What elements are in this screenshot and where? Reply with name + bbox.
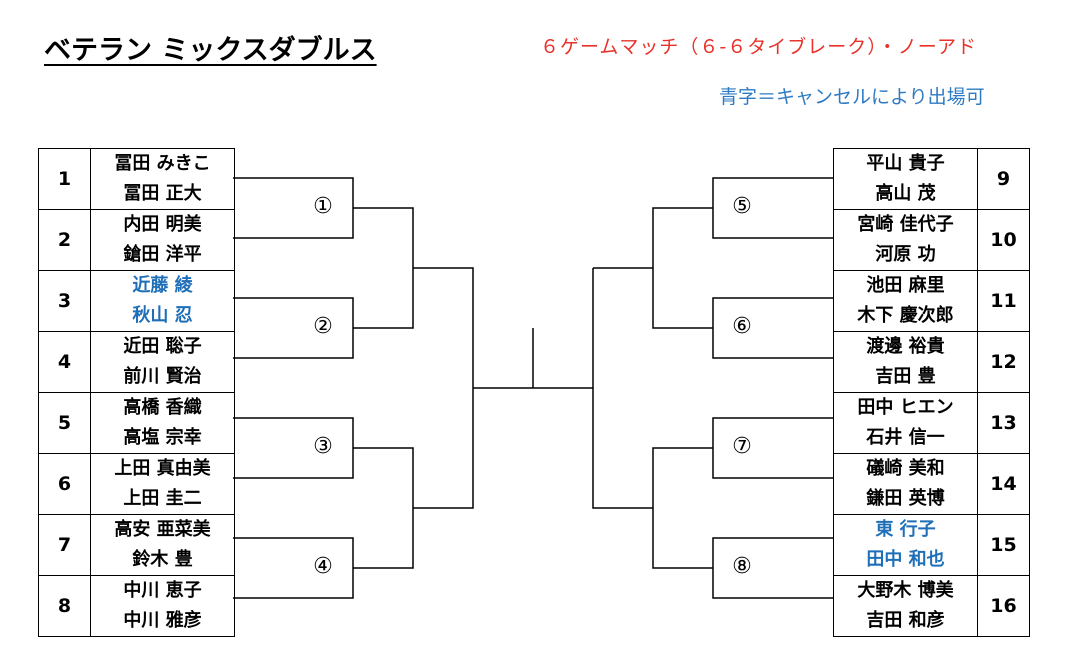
player-name: 近田 聡子 xyxy=(123,336,202,357)
seed-number: 9 xyxy=(977,148,1030,210)
player-name: 鎗田 洋平 xyxy=(123,244,202,265)
match-number-8: ⑧ xyxy=(732,554,752,579)
match-number-4: ④ xyxy=(313,554,333,579)
seed-number: 6 xyxy=(38,453,91,515)
team-names: 内田 明美鎗田 洋平 xyxy=(90,209,235,271)
team-row: 田中 ヒエン石井 信一 13 xyxy=(833,392,1030,454)
player-name: 鎌田 英博 xyxy=(866,488,945,509)
player-name: 田中 ヒエン xyxy=(857,397,954,418)
cancel-note: 青字＝キャンセルにより出場可 xyxy=(719,86,985,108)
player-name: 高橋 香織 xyxy=(123,397,202,418)
player-name: 礒崎 美和 xyxy=(866,458,945,479)
team-names: 東 行子田中 和也 xyxy=(833,514,978,576)
team-names: 大野木 博美吉田 和彦 xyxy=(833,575,978,637)
player-name: 中川 雅彦 xyxy=(123,610,202,631)
match-number-6: ⑥ xyxy=(732,314,752,339)
bracket-left-final xyxy=(413,267,474,509)
player-name: 中川 恵子 xyxy=(123,580,202,601)
team-names: 平山 貴子高山 茂 xyxy=(833,148,978,210)
player-name: 鈴木 豊 xyxy=(132,549,193,570)
seed-number: 16 xyxy=(977,575,1030,637)
team-names: 礒崎 美和鎌田 英博 xyxy=(833,453,978,515)
seed-number: 4 xyxy=(38,331,91,393)
bracket-right-semi-2 xyxy=(652,447,713,569)
team-names: 上田 真由美上田 圭二 xyxy=(90,453,235,515)
bracket-right-semi-1 xyxy=(652,207,713,329)
player-name: 上田 圭二 xyxy=(123,488,202,509)
seed-number: 13 xyxy=(977,392,1030,454)
page-title: ベテラン ミックスダブルス xyxy=(44,35,377,66)
bracket-match-7 xyxy=(712,417,833,479)
player-name: 冨田 正大 xyxy=(123,183,202,204)
player-name: 近藤 綾 xyxy=(132,275,193,296)
player-name: 木下 慶次郎 xyxy=(857,305,954,326)
seed-number: 3 xyxy=(38,270,91,332)
seed-number: 14 xyxy=(977,453,1030,515)
player-name: 平山 貴子 xyxy=(866,153,945,174)
seed-number: 8 xyxy=(38,575,91,637)
bracket-right-final xyxy=(592,267,653,509)
bracket-left-semi-1 xyxy=(353,207,414,329)
seed-number: 15 xyxy=(977,514,1030,576)
team-names: 近藤 綾秋山 忍 xyxy=(90,270,235,332)
player-name: 上田 真由美 xyxy=(114,458,211,479)
team-names: 高安 亜菜美鈴木 豊 xyxy=(90,514,235,576)
player-name: 池田 麻里 xyxy=(866,275,945,296)
team-row: 池田 麻里木下 慶次郎 11 xyxy=(833,270,1030,332)
team-names: 中川 恵子中川 雅彦 xyxy=(90,575,235,637)
match-number-3: ③ xyxy=(313,434,333,459)
seed-number: 2 xyxy=(38,209,91,271)
player-name: 高安 亜菜美 xyxy=(114,519,211,540)
team-names: 冨田 みきこ冨田 正大 xyxy=(90,148,235,210)
player-name: 内田 明美 xyxy=(123,214,202,235)
player-name: 宮崎 佳代子 xyxy=(857,214,954,235)
player-name: 高塩 宗幸 xyxy=(123,427,202,448)
bracket-match-5 xyxy=(712,177,833,239)
match-number-5: ⑤ xyxy=(732,194,752,219)
seed-number: 12 xyxy=(977,331,1030,393)
player-name: 吉田 和彦 xyxy=(866,610,945,631)
player-name: 秋山 忍 xyxy=(132,305,193,326)
match-number-1: ① xyxy=(313,194,333,219)
team-names: 宮崎 佳代子河原 功 xyxy=(833,209,978,271)
player-name: 河原 功 xyxy=(875,244,936,265)
player-name: 田中 和也 xyxy=(866,549,945,570)
player-name: 東 行子 xyxy=(875,519,936,540)
player-name: 冨田 みきこ xyxy=(114,153,211,174)
match-number-2: ② xyxy=(313,314,333,339)
player-name: 大野木 博美 xyxy=(857,580,954,601)
team-names: 高橋 香織高塩 宗幸 xyxy=(90,392,235,454)
match-number-7: ⑦ xyxy=(732,434,752,459)
match-format: ６ゲームマッチ（６-６タイブレーク）・ノーアド xyxy=(540,36,978,58)
team-names: 近田 聡子前川 賢治 xyxy=(90,331,235,393)
bracket-match-6 xyxy=(712,297,833,359)
player-name: 高山 茂 xyxy=(875,183,936,204)
bracket-match-8 xyxy=(712,537,833,599)
player-name: 渡邊 裕貴 xyxy=(866,336,945,357)
player-name: 前川 賢治 xyxy=(123,366,202,387)
seed-number: 1 xyxy=(38,148,91,210)
team-names: 渡邊 裕貴吉田 豊 xyxy=(833,331,978,393)
player-name: 石井 信一 xyxy=(866,427,945,448)
player-name: 吉田 豊 xyxy=(875,366,936,387)
seed-number: 5 xyxy=(38,392,91,454)
bracket-left-semi-2 xyxy=(353,447,414,569)
seed-number: 11 xyxy=(977,270,1030,332)
